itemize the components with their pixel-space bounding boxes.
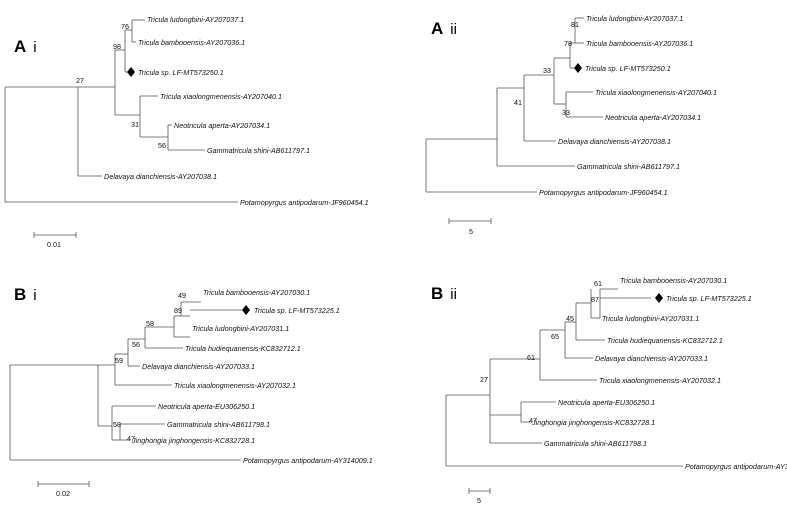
scale-label: 0.02 bbox=[56, 489, 70, 498]
bootstrap-value: 89 bbox=[174, 306, 182, 315]
taxon-label: Delavaya dianchiensis-AY207033.1 bbox=[595, 354, 708, 363]
bootstrap-value: 81 bbox=[571, 20, 579, 29]
bootstrap-value: 87 bbox=[591, 295, 599, 304]
bootstrap-value: 27 bbox=[480, 375, 488, 384]
taxon-label: Tricula xiaolongmenensis-AY207032.1 bbox=[174, 381, 296, 390]
taxon-label: Potamopyrgus antipodarum-JF960454.1 bbox=[539, 188, 668, 197]
taxon-label: Gammatricula shini-AB611797.1 bbox=[207, 146, 310, 155]
taxon-label: Jinghongia jinghongensis-KC832728.1 bbox=[531, 418, 655, 427]
taxon-label: Tricula sp. LF-MT573250.1 bbox=[585, 64, 671, 73]
taxon-label: Tricula hudiequanensis-KC832712.1 bbox=[607, 336, 723, 345]
tree-b-ii: Tricula bambooensis-AY207030.1 Tricula s… bbox=[445, 276, 787, 505]
taxon-label: Neotricula aperta-EU306250.1 bbox=[558, 398, 655, 407]
highlight-diamond-b-ii bbox=[655, 293, 663, 303]
bootstrap-value: 56 bbox=[158, 141, 166, 150]
tree-a-ii: Tricula ludongbini-AY207037.1 Tricula ba… bbox=[425, 14, 717, 236]
bootstrap-value: 31 bbox=[131, 120, 139, 129]
scale-bar-b-i: 0.02 bbox=[37, 481, 90, 498]
taxon-label: Gammatricula shini-AB611798.1 bbox=[167, 420, 270, 429]
bootstrap-value: 61 bbox=[594, 279, 602, 288]
bootstrap-value: 78 bbox=[564, 39, 572, 48]
taxon-label: Tricula xiaolongmenensis-AY207040.1 bbox=[595, 88, 717, 97]
taxon-label: Tricula sp. LF-MT573225.1 bbox=[254, 306, 340, 315]
taxon-label: Delavaya dianchiensis-AY207033.1 bbox=[142, 362, 255, 371]
taxon-label: Delavaya dianchiensis-AY207038.1 bbox=[104, 172, 217, 181]
bootstrap-value: 49 bbox=[178, 291, 186, 300]
scale-label: 0.01 bbox=[47, 240, 61, 249]
taxon-label: Tricula ludongbini-AY207037.1 bbox=[147, 15, 244, 24]
taxon-label: Tricula xiaolongmenensis-AY207032.1 bbox=[599, 376, 721, 385]
taxon-label: Tricula sp. LF-MT573250.1 bbox=[138, 68, 224, 77]
bootstrap-value: 61 bbox=[527, 353, 535, 362]
bootstrap-value: 59 bbox=[115, 356, 123, 365]
scale-label: 5 bbox=[477, 496, 481, 505]
bootstrap-value: 58 bbox=[113, 420, 121, 429]
tree-a-i: Tricula ludongbini-AY207037.1 Tricula ba… bbox=[4, 15, 369, 249]
bootstrap-value: 47 bbox=[127, 434, 135, 443]
taxon-label: Tricula bambooensis-AY207030.1 bbox=[203, 288, 310, 297]
taxon-label: Potamopyrgus antipodarum-JF960454.1 bbox=[240, 198, 369, 207]
highlight-diamond-b-i bbox=[242, 305, 250, 315]
taxon-label: Delavaya dianchiensis-AY207038.1 bbox=[558, 137, 671, 146]
taxon-label: Tricula ludongbini-AY207037.1 bbox=[586, 14, 683, 23]
taxon-label: Potamopyrgus antipodarum-AY314009.1 bbox=[243, 456, 373, 465]
taxon-label: Jinghongia jinghongensis-KC832728.1 bbox=[131, 436, 255, 445]
highlight-diamond-a-i bbox=[127, 67, 135, 77]
taxon-label: Tricula sp. LF-MT573225.1 bbox=[666, 294, 752, 303]
scale-label: 5 bbox=[469, 227, 473, 236]
bootstrap-value: 56 bbox=[132, 340, 140, 349]
scale-bar-a-i: 0.01 bbox=[33, 232, 77, 249]
bootstrap-value: 45 bbox=[566, 314, 574, 323]
bootstrap-value: 41 bbox=[514, 98, 522, 107]
taxon-label: Tricula bambooensis-AY207036.1 bbox=[586, 39, 693, 48]
bootstrap-value: 33 bbox=[543, 66, 551, 75]
taxon-label: Tricula bambooensis-AY207030.1 bbox=[620, 276, 727, 285]
bootstrap-value: 27 bbox=[76, 76, 84, 85]
taxon-label: Tricula ludongbini-AY207031.1 bbox=[602, 314, 699, 323]
taxon-label: Neotricula aperta-EU306250.1 bbox=[158, 402, 255, 411]
taxon-label: Gammatricula shini-AB611798.1 bbox=[544, 439, 647, 448]
bootstrap-value: 76 bbox=[121, 22, 129, 31]
bootstrap-value: 33 bbox=[562, 108, 570, 117]
scale-bar-a-ii: 5 bbox=[448, 218, 492, 236]
taxon-label: Tricula hudiequanensis-KC832712.1 bbox=[185, 344, 301, 353]
tree-b-i: Tricula bambooensis-AY207030.1 Tricula s… bbox=[9, 288, 373, 498]
highlight-diamond-a-ii bbox=[574, 63, 582, 73]
bootstrap-value: 98 bbox=[113, 42, 121, 51]
taxon-label: Tricula xiaolongmenensis-AY207040.1 bbox=[160, 92, 282, 101]
taxon-label: Tricula ludongbini-AY207031.1 bbox=[192, 324, 289, 333]
scale-bar-b-ii: 5 bbox=[468, 488, 491, 505]
taxon-label: Potamopyrgus antipodarum-AY314009.1 bbox=[685, 462, 787, 471]
bootstrap-value: 65 bbox=[551, 332, 559, 341]
taxon-label: Gammatricula shini-AB611797.1 bbox=[577, 162, 680, 171]
bootstrap-value: 58 bbox=[146, 319, 154, 328]
taxon-label: Neotricula aperta-AY207034.1 bbox=[605, 113, 701, 122]
taxon-label: Tricula bambooensis-AY207036.1 bbox=[138, 38, 245, 47]
taxon-label: Neotricula aperta-AY207034.1 bbox=[174, 121, 270, 130]
bootstrap-value: 47 bbox=[529, 416, 537, 425]
